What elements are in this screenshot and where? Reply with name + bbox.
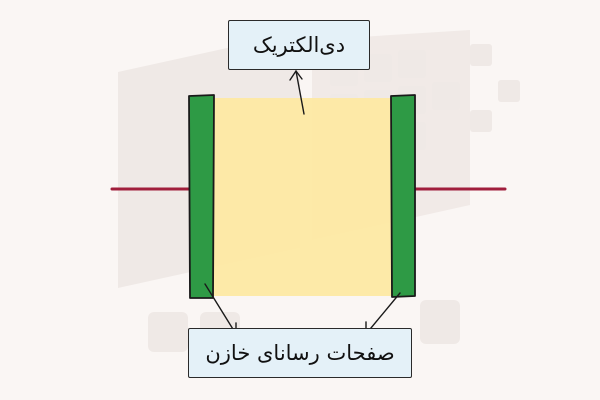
right-plate [390, 94, 416, 298]
capacitor-plates-label: صفحات رسانای خازن [188, 328, 412, 378]
left-plate [188, 94, 215, 299]
dielectric-block [212, 98, 394, 296]
dielectric-label: دی‌الکتریک [228, 20, 370, 70]
